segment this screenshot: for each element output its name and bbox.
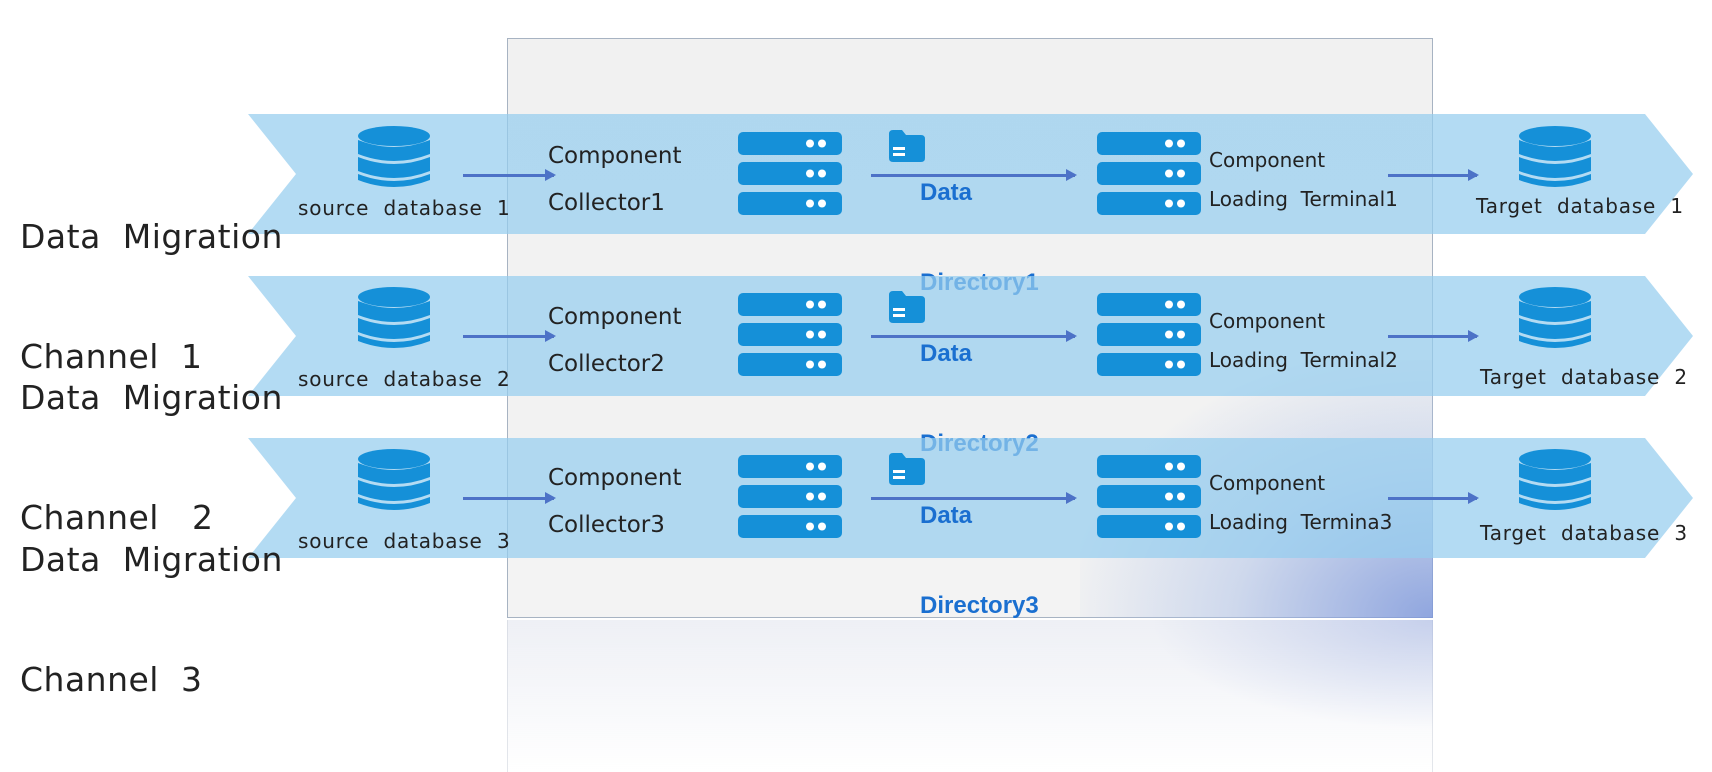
- channel-label: Data Migration Channel 1: [20, 137, 283, 457]
- terminal-label-line1: Component: [1209, 309, 1326, 333]
- source-database-label: source database 1: [298, 196, 511, 220]
- arrow: [871, 169, 1077, 181]
- terminal-server-icon: [1097, 293, 1201, 376]
- source-database-label: source database 3: [298, 529, 511, 553]
- arrow: [463, 492, 556, 504]
- channel-label-line1: Data Migration: [20, 378, 283, 417]
- target-database-label: Target database 3: [1480, 521, 1688, 545]
- terminal-label-line1: Component: [1209, 148, 1326, 172]
- folder-icon: [889, 130, 925, 162]
- terminal-server-icon: [1097, 132, 1201, 215]
- target-database-label: Target database 2: [1480, 365, 1688, 389]
- terminal-server-icon: [1097, 455, 1201, 538]
- arrow: [1388, 330, 1479, 342]
- source-database-label: source database 2: [298, 367, 511, 391]
- panel-reflection-glow: [1150, 620, 1433, 730]
- terminal-label-line2: Loading Termina3: [1209, 510, 1393, 534]
- collector-server-icon: [738, 293, 842, 376]
- channel-label-line1: Data Migration: [20, 540, 283, 579]
- terminal-label-line1: Component: [1209, 471, 1326, 495]
- collector-label-line2: Collector3: [548, 512, 665, 538]
- arrow: [463, 169, 556, 181]
- collector-label-line2: Collector1: [548, 190, 665, 216]
- directory-label-line2: Directory3: [920, 592, 1039, 619]
- arrow: [463, 330, 556, 342]
- terminal-label-line2: Loading Terminal2: [1209, 348, 1398, 372]
- target-database-label: Target database 1: [1476, 194, 1684, 218]
- collector-label-line2: Collector2: [548, 351, 665, 377]
- collector-server-icon: [738, 132, 842, 215]
- directory-label-line1: Data: [920, 502, 973, 529]
- arrow: [1388, 169, 1479, 181]
- folder-icon: [889, 291, 925, 323]
- arrow: [871, 492, 1077, 504]
- source-database-icon: [358, 287, 430, 348]
- source-database-icon: [358, 449, 430, 510]
- channel-label-line1: Data Migration: [20, 217, 283, 256]
- target-database-icon: [1519, 126, 1591, 187]
- channel-label: Data Migration Channel 3: [20, 460, 283, 772]
- channel-label: Data Migration Channel 2: [20, 298, 283, 618]
- target-database-icon: [1519, 449, 1591, 510]
- arrow: [871, 330, 1077, 342]
- channel-label-line2: Channel 1: [20, 337, 203, 376]
- terminal-label-line2: Loading Terminal1: [1209, 187, 1398, 211]
- panel-reflection: [507, 620, 1433, 772]
- collector-label-line1: Component: [548, 143, 682, 169]
- directory-label-line1: Data: [920, 340, 973, 367]
- target-database-icon: [1519, 287, 1591, 348]
- collector-label-line1: Component: [548, 304, 682, 330]
- source-database-icon: [358, 126, 430, 187]
- channel-label-line2: Channel 2: [20, 498, 214, 537]
- directory-label-line1: Data: [920, 179, 973, 206]
- folder-icon: [889, 453, 925, 485]
- channel-label-line2: Channel 3: [20, 660, 203, 699]
- arrow: [1388, 492, 1479, 504]
- collector-server-icon: [738, 455, 842, 538]
- directory-label: Data Directory3: [920, 441, 1039, 681]
- collector-label-line1: Component: [548, 465, 682, 491]
